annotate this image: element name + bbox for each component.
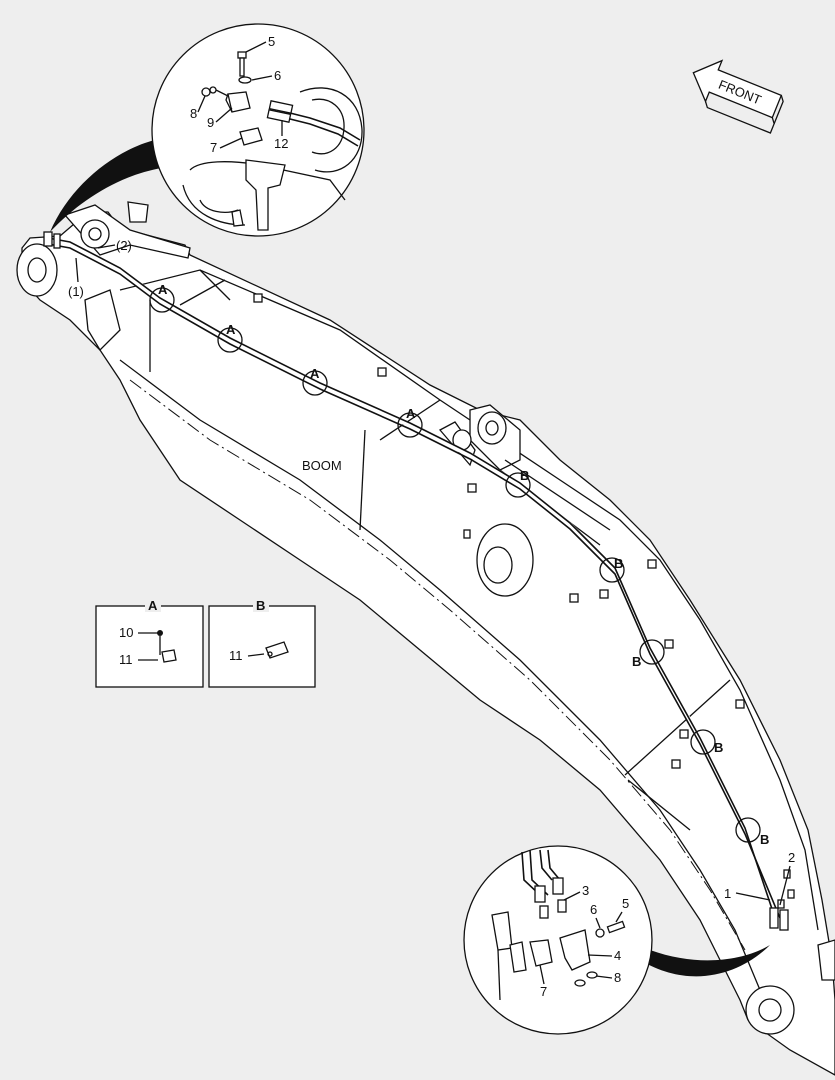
- clip-markers: A A A A B B B B B: [149, 282, 769, 847]
- marker-b-5: B: [760, 832, 769, 847]
- callout-12-top: 12: [274, 136, 288, 151]
- marker-b-1: B: [520, 468, 529, 483]
- ref-1-label: (1): [68, 284, 84, 299]
- callout-5-top: 5: [268, 34, 275, 49]
- callout-2-main: 2: [788, 850, 795, 865]
- ref-2-label: (2): [116, 238, 132, 253]
- marker-a-2: A: [226, 322, 236, 337]
- hose-routing: [43, 231, 789, 931]
- callout-3-bottom: 3: [582, 883, 589, 898]
- callout-7-bottom: 7: [540, 984, 547, 999]
- callout-7-top: 7: [210, 140, 217, 155]
- boom-body: [16, 201, 835, 1076]
- callout-9-top: 9: [207, 115, 214, 130]
- detail-circle-bottom: 3 5 6 4 8 7: [463, 845, 770, 1035]
- boom-label: BOOM: [302, 458, 342, 473]
- callout-4-bottom: 4: [614, 948, 621, 963]
- marker-b-4: B: [714, 740, 723, 755]
- detail-a-item-11: 11: [119, 652, 133, 667]
- detail-b-item-11: 11: [229, 648, 243, 663]
- marker-a-3: A: [310, 366, 320, 381]
- detail-b-title: B: [256, 598, 265, 613]
- callout-6-top: 6: [274, 68, 281, 83]
- marker-a-4: A: [406, 406, 416, 421]
- detail-a-item-10: 10: [119, 625, 133, 640]
- callout-6-bottom: 6: [590, 902, 597, 917]
- detail-b-box: B 11: [208, 598, 316, 688]
- marker-b-2: B: [614, 556, 623, 571]
- callout-8-top: 8: [190, 106, 197, 121]
- marker-b-3: B: [632, 654, 641, 669]
- marker-a-1: A: [158, 282, 168, 297]
- detail-a-title: A: [148, 598, 158, 613]
- detail-circle-top: 5 6 8 9 7 12: [50, 23, 365, 237]
- callout-8-bottom: 8: [614, 970, 621, 985]
- callout-5-bottom: 5: [622, 896, 629, 911]
- callout-1-main: 1: [724, 886, 731, 901]
- detail-a-box: A 10 11: [95, 598, 204, 688]
- front-arrow: FRONT: [692, 59, 784, 134]
